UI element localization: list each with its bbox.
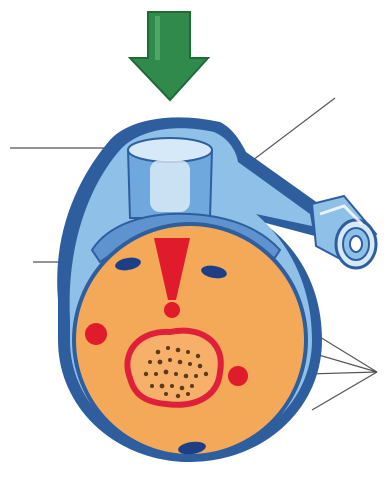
down-arrow-icon <box>130 12 208 100</box>
axon <box>128 138 212 218</box>
vesicle-left <box>85 323 107 345</box>
vesicle-right <box>228 366 248 386</box>
unrolled-sheath-icon <box>312 196 376 268</box>
pointer-line-organelle-4 <box>312 372 377 410</box>
cleft-tip-organelle <box>163 301 181 319</box>
arrow-shape <box>130 12 208 100</box>
axon-top-face <box>128 138 212 162</box>
roll-end-inner <box>350 236 362 252</box>
nucleus <box>127 331 220 405</box>
nucleus-envelope <box>127 331 220 405</box>
axon-highlight <box>150 160 190 212</box>
arrow-highlight <box>155 16 160 60</box>
